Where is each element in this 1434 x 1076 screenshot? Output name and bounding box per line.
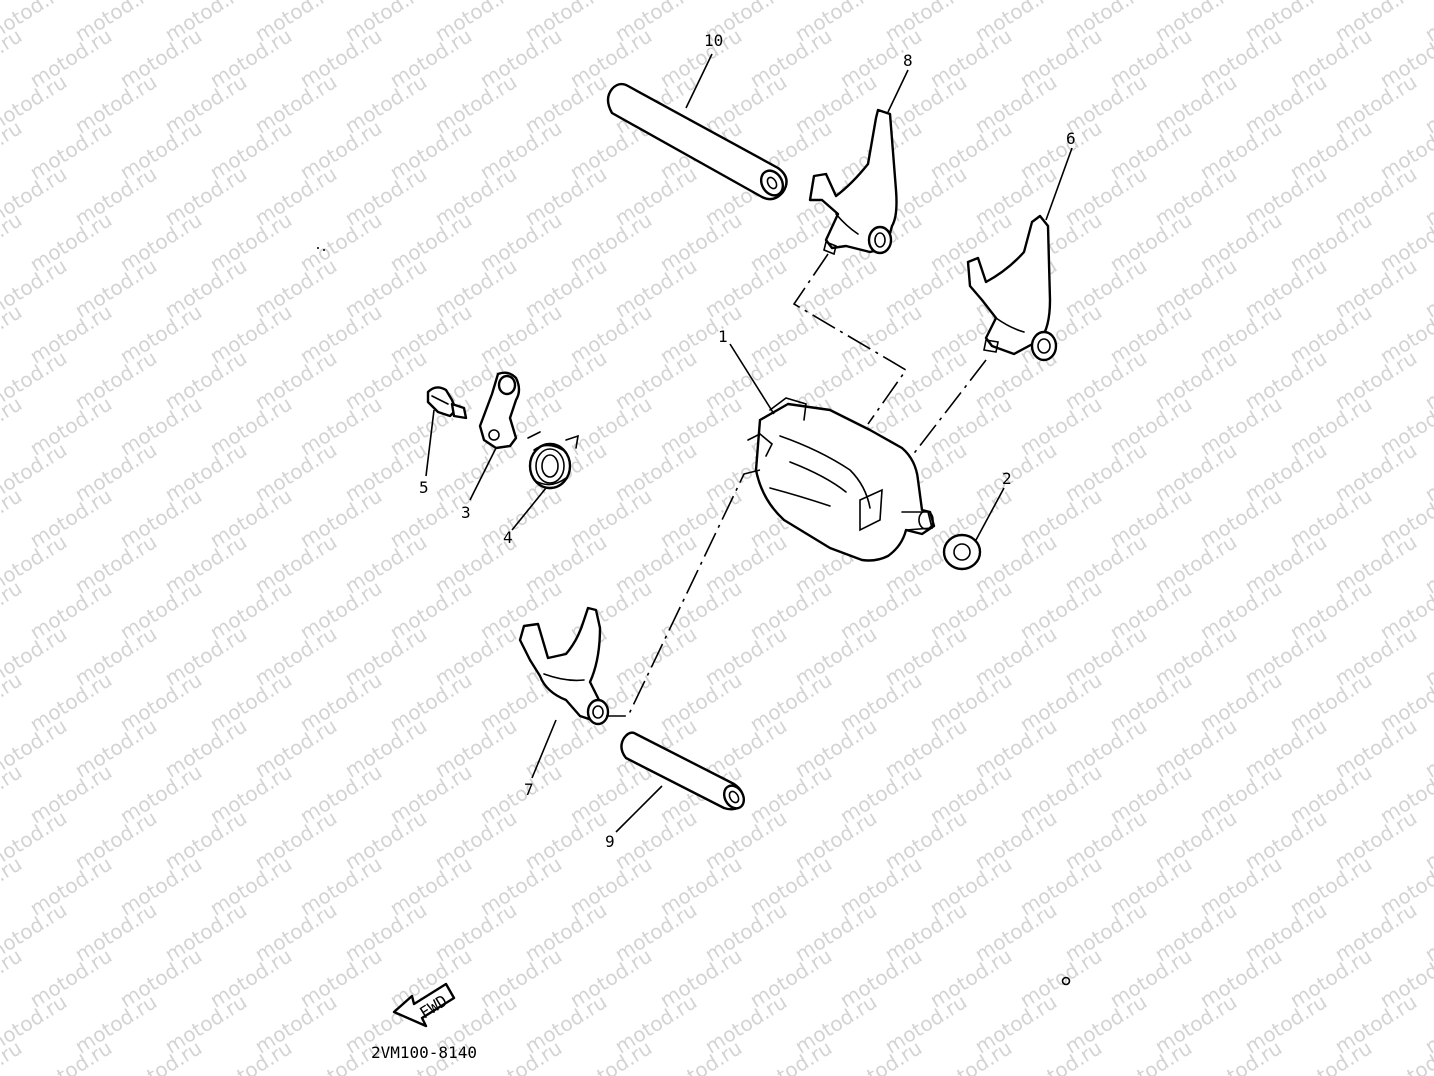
- washer-2: [942, 533, 982, 571]
- screw-5: [426, 386, 468, 420]
- callout-3: 3: [461, 503, 471, 522]
- callout-8: 8: [903, 51, 913, 70]
- guide-bar-10: [606, 82, 788, 201]
- callout-1: 1: [718, 327, 728, 346]
- shift-fork-6: [966, 214, 1058, 362]
- callout-6: 6: [1066, 129, 1076, 148]
- callout-10: 10: [704, 31, 723, 50]
- shift-fork-7: [518, 606, 610, 726]
- callout-4: 4: [503, 528, 513, 547]
- speck: [323, 249, 325, 251]
- callout-labels: 10 8 6 1 2 5 3 4 7 9: [419, 31, 1076, 851]
- leader-lines: [425, 53, 1073, 833]
- speck: [317, 247, 319, 249]
- mark-dot: [1061, 976, 1071, 986]
- torsion-spring-4: [527, 431, 580, 490]
- shift-drum-1: [747, 397, 936, 562]
- callout-2: 2: [1002, 469, 1012, 488]
- callout-9: 9: [605, 832, 615, 851]
- callout-7: 7: [524, 780, 534, 799]
- guide-bar-9: [620, 731, 746, 811]
- fwd-arrow-icon: FWD: [392, 982, 456, 1028]
- stopper-lever-3: [478, 371, 521, 450]
- callout-5: 5: [419, 478, 429, 497]
- drawing-code: 2VM100-8140: [371, 1043, 477, 1062]
- shift-fork-8: [808, 108, 898, 256]
- assembly-lines: [606, 253, 987, 717]
